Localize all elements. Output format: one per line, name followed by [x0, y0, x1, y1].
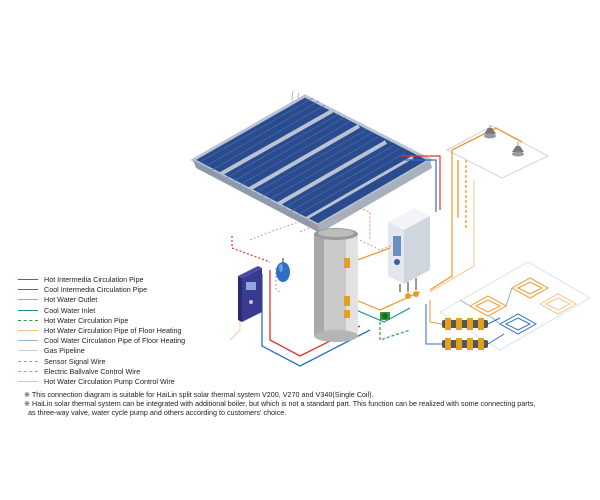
expansion-tank	[276, 258, 290, 282]
legend-label: Electric Ballvalve Control Wire	[44, 366, 141, 376]
circulation-pump	[380, 312, 390, 320]
legend-swatch	[18, 299, 38, 301]
legend-label: Hot Water Circulation Pipe	[44, 315, 129, 325]
upper-plumbing	[429, 125, 550, 293]
floor-heating-coils	[439, 261, 591, 351]
collector-pipes	[231, 155, 441, 263]
legend-swatch	[18, 370, 38, 372]
legend-swatch	[18, 329, 38, 331]
legend-swatch	[18, 340, 38, 342]
legend-label: Gas Pipeline	[44, 346, 85, 356]
legend-label: Hot Intermedia Circulation Pipe	[44, 275, 144, 284]
legend-swatch	[18, 350, 38, 352]
floor-heating-manifolds	[425, 300, 505, 350]
note-2: ※ HaiLin solar thermal system can be int…	[24, 399, 536, 408]
legend-swatch	[18, 319, 38, 321]
shower-head-2-icon	[512, 146, 524, 157]
shower-head-1-icon	[484, 128, 496, 139]
notes: ※ This connection diagram is suitable fo…	[24, 390, 584, 417]
note-1: ※ This connection diagram is suitable fo…	[24, 390, 374, 399]
legend-swatch	[18, 309, 38, 311]
legend-label: Sensor Signal Wire	[44, 356, 106, 366]
water-storage-tank	[314, 228, 358, 342]
gas-boiler	[388, 208, 430, 299]
legend-swatch	[18, 380, 38, 382]
legend-swatch	[18, 279, 38, 280]
legend-swatch	[18, 360, 38, 362]
legend-label: Hot Water Circulation Pipe of Floor Heat…	[44, 325, 182, 335]
legend-label: Hot Water Outlet	[44, 295, 98, 305]
solar-controller	[238, 266, 262, 322]
legend-label: Cool Water Inlet	[44, 305, 96, 315]
note-3: as three-way valve, water cycle pump and…	[28, 408, 287, 417]
solar-collector-panels	[189, 94, 434, 233]
legend-label: Hot Water Circulation Pump Control Wire	[44, 376, 175, 386]
legend-label: Cool Water Circulation Pipe of Floor Hea…	[44, 336, 186, 346]
legend-label: Cool Intermedia Circulation Pipe	[44, 285, 148, 295]
legend-swatch	[18, 289, 38, 291]
